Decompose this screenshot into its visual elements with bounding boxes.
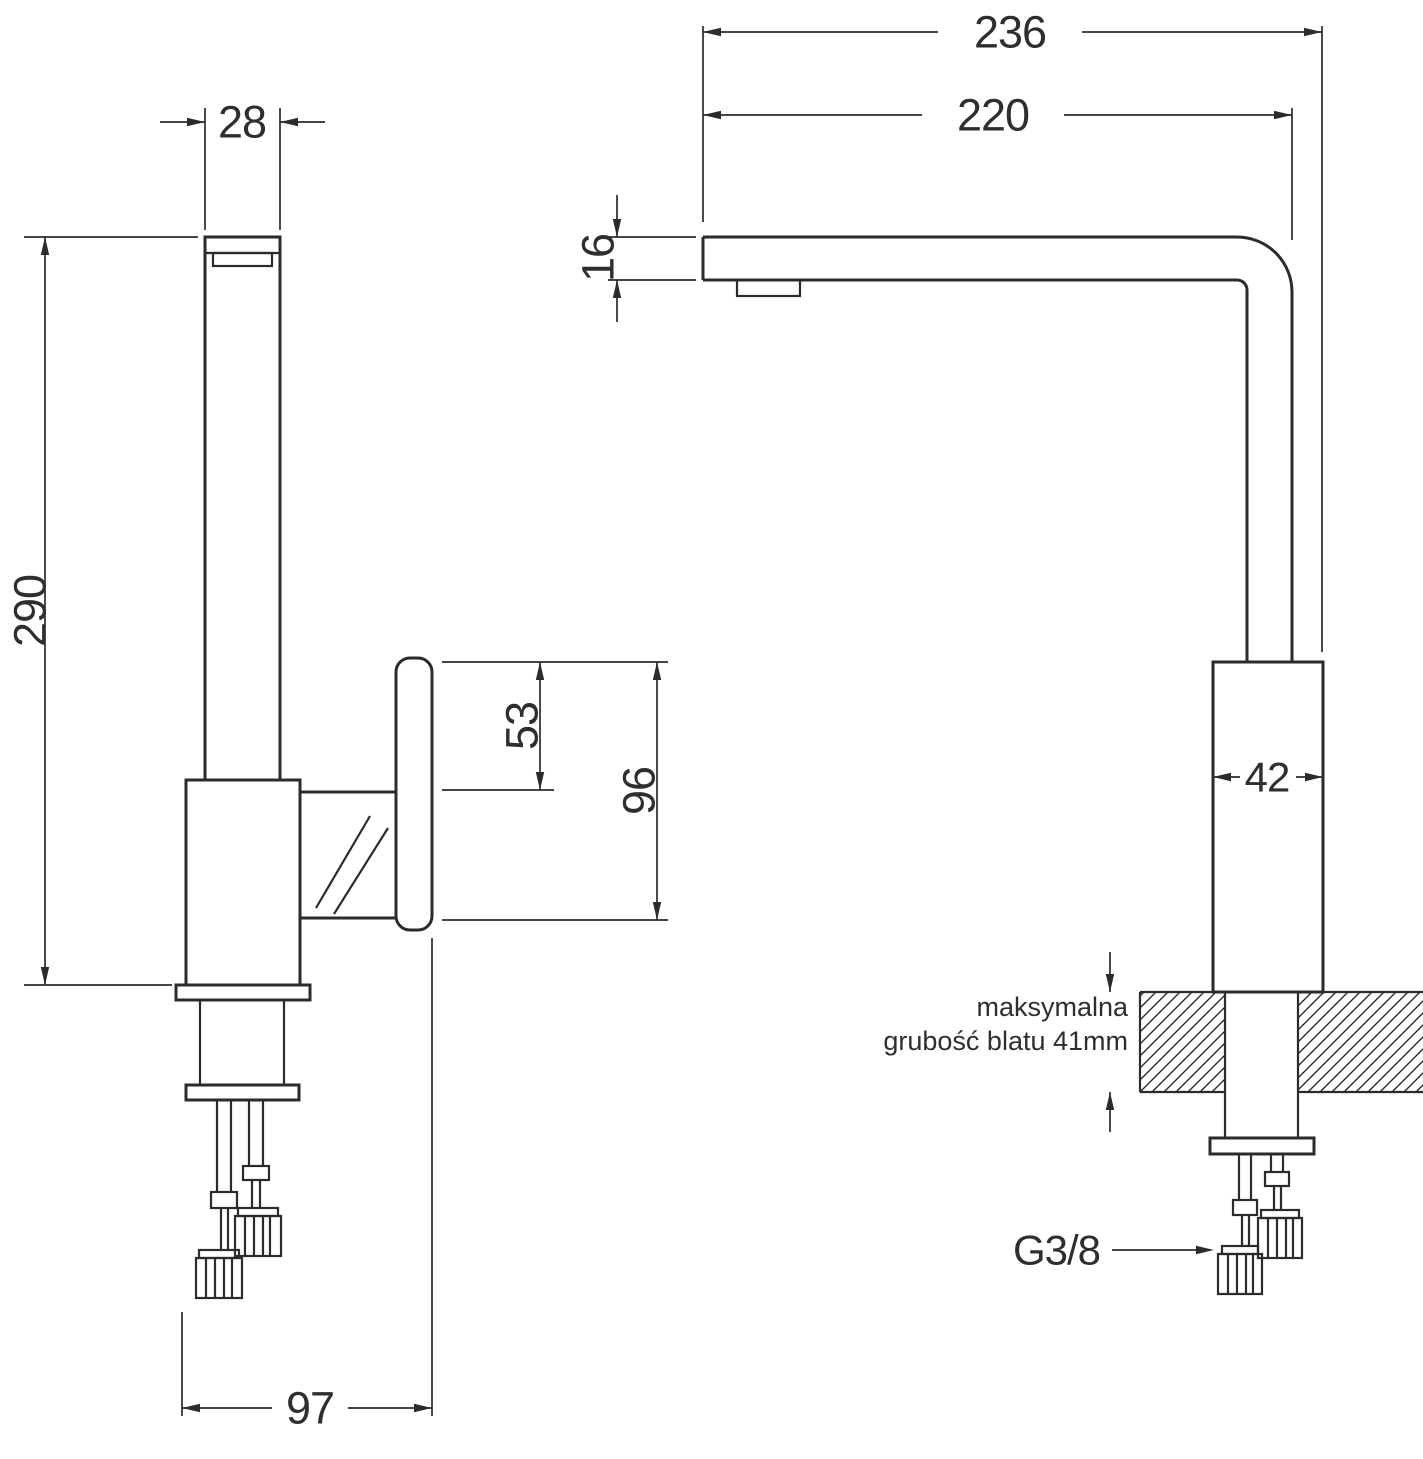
mounting-nut [184, 1083, 301, 1102]
dim-label-total-width: 236 [974, 7, 1046, 58]
left-view: 28 290 53 96 97 [5, 97, 668, 1434]
hose-rod [250, 1180, 262, 1208]
faucet-front-outline [701, 235, 1325, 1156]
hose-connector-nut-facets [243, 1216, 272, 1256]
counter-note-line1: maksymalna [976, 992, 1129, 1022]
hose-connector-nut-front [1256, 1216, 1304, 1260]
dim-label-total-height: 290 [5, 575, 56, 647]
supply-hose-front [1269, 1154, 1285, 1172]
countertop-edges [1138, 990, 1423, 1094]
counter-note-line2: grubość blatu 41mm [883, 1026, 1128, 1056]
threaded-shank [198, 998, 286, 1087]
spout-inner-edge [703, 278, 1249, 662]
mounting-stud [215, 1100, 233, 1192]
handle-joint [300, 790, 396, 920]
connector-nut-facets [204, 1258, 234, 1298]
connector-flange-front [1220, 1244, 1260, 1256]
dimension-spout-reach: 220 [703, 90, 1293, 240]
dim-label-body-width: 42 [1245, 754, 1290, 801]
dim-label-handle-length: 96 [614, 767, 665, 815]
hose-connector-flange-front [1259, 1208, 1301, 1220]
dimension-body-width: 42 [1213, 754, 1323, 801]
faucet-body-side [184, 778, 302, 987]
spout-cap-inset [211, 251, 274, 268]
stud-rod-front [1240, 1215, 1251, 1246]
countertop-section: maksymalna grubość blatu 41mm [883, 952, 1423, 1132]
dim-label-handle-top-offset: 53 [497, 702, 548, 750]
mounting-nut-front [1208, 1136, 1316, 1156]
handle-joint-facets [315, 815, 389, 915]
hose-rod-front [1272, 1186, 1283, 1210]
countertop-hatch-left [1140, 992, 1225, 1092]
connector-nut-facets-front [1226, 1254, 1255, 1294]
stud-collar-front [1231, 1198, 1259, 1217]
connector-nut-front [1216, 1252, 1264, 1296]
dim-label-spout-thickness: 16 [573, 234, 624, 282]
stud-collar [209, 1190, 239, 1210]
dim-label-base-depth: 97 [286, 1383, 334, 1434]
hose-collar-front [1263, 1170, 1291, 1188]
hose-connector-nut [233, 1214, 283, 1258]
dimension-spout-thickness: 16 [573, 195, 696, 322]
stud-rod [219, 1208, 230, 1250]
mounting-stud-front [1237, 1154, 1253, 1200]
faucet-side-outline [174, 235, 434, 1102]
dimension-total-height: 290 [5, 236, 198, 986]
handle-lever [394, 656, 434, 932]
dimension-base-depth: 97 [181, 938, 433, 1434]
dimension-handle-length: 96 [442, 662, 668, 921]
spout-outer-edge [703, 235, 1294, 662]
mounting-hardware-right [1216, 1154, 1304, 1296]
connector-thread-label: G3/8 [1013, 1227, 1100, 1274]
threaded-shank-front [1223, 990, 1300, 1140]
hose-connector-nut-facets-front [1266, 1218, 1295, 1258]
connector-thread-callout: G3/8 [1013, 1227, 1214, 1274]
dimension-spout-width: 28 [160, 97, 325, 230]
supply-hose [247, 1100, 265, 1166]
right-view: maksymalna grubość blatu 41mm 236 [573, 7, 1423, 1296]
countertop-hatch-right [1298, 992, 1423, 1092]
faucet-body-front [1211, 660, 1325, 994]
spout-column [203, 235, 282, 782]
hose-connector-flange [236, 1206, 280, 1218]
dim-label-spout-width: 28 [218, 97, 266, 148]
dimension-handle-top-offset: 53 [442, 661, 668, 791]
base-flange [174, 983, 312, 1002]
dim-label-spout-reach: 220 [957, 90, 1029, 141]
connector-flange [197, 1248, 241, 1260]
aerator [735, 278, 802, 298]
hose-collar [241, 1164, 271, 1182]
dimension-total-width: 236 [702, 7, 1323, 652]
connector-nut [194, 1256, 244, 1300]
mounting-hardware-left [194, 1100, 283, 1300]
